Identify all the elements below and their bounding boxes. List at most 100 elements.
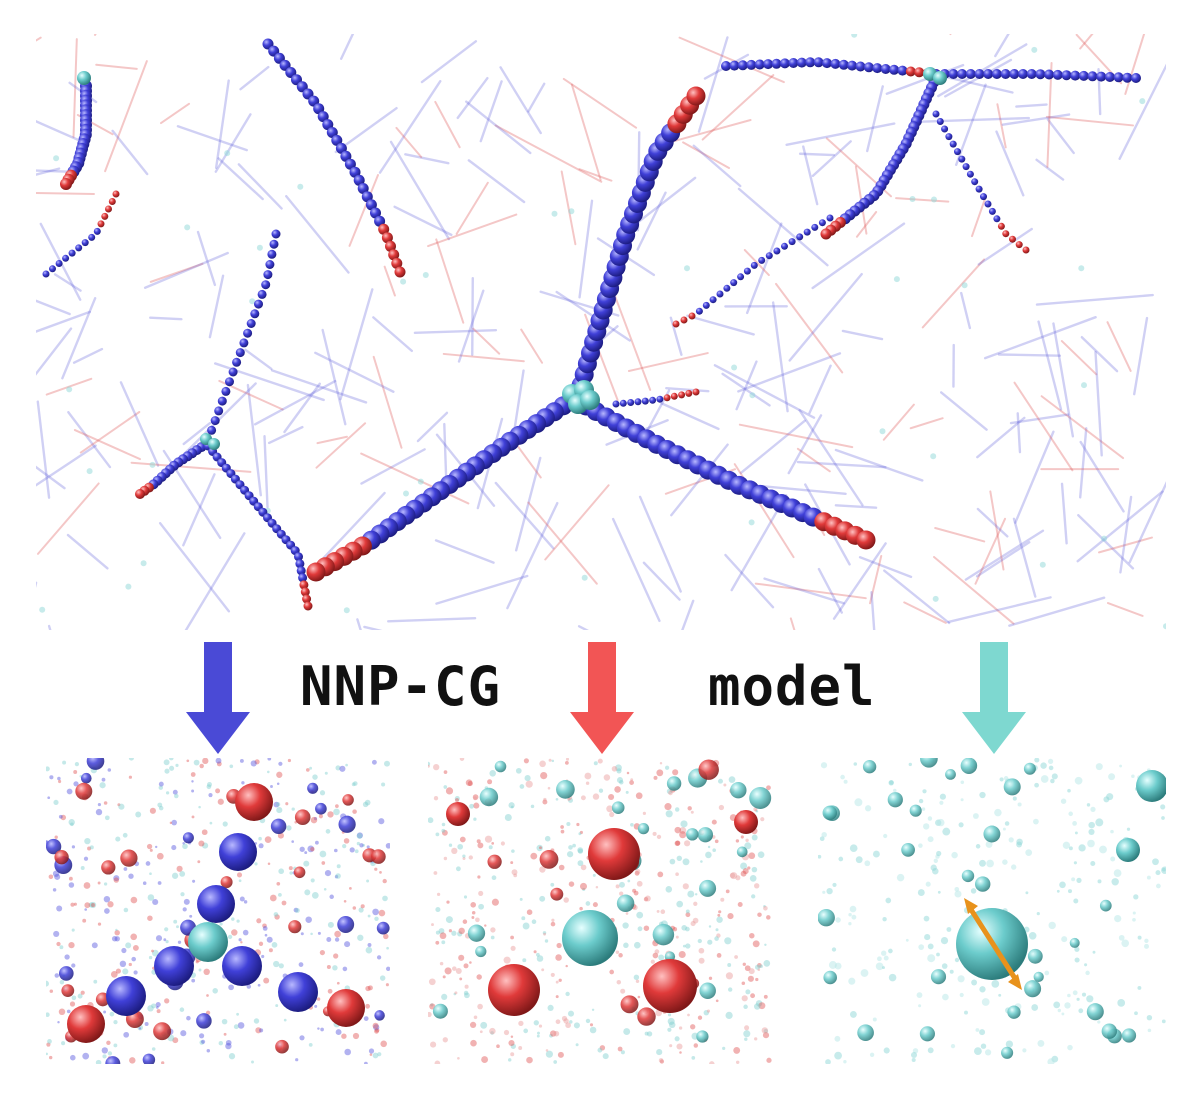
background-particle — [459, 836, 466, 843]
background-particle — [693, 901, 698, 906]
background-particle — [1036, 912, 1040, 916]
background-particle — [344, 1048, 352, 1056]
background-particle — [555, 1019, 561, 1025]
strand-segment — [735, 360, 758, 411]
strand-segment — [681, 599, 695, 630]
background-particle — [198, 968, 202, 972]
background-particle — [951, 851, 958, 859]
background-particle — [158, 781, 164, 787]
blue-bead — [721, 61, 731, 71]
background-particle — [164, 768, 170, 774]
background-particle — [757, 963, 762, 968]
strand-segment — [1106, 321, 1132, 372]
background-particle — [822, 805, 838, 821]
strand-segment — [378, 80, 442, 174]
blue-bead — [353, 174, 365, 186]
background-particle — [435, 832, 440, 837]
background-particle — [577, 860, 584, 867]
background-particle — [453, 992, 457, 996]
background-particle — [82, 1052, 90, 1060]
background-particle — [342, 966, 348, 972]
blue-bead — [271, 229, 281, 239]
background-particle — [441, 828, 446, 833]
background-particle — [556, 780, 575, 799]
background-particle — [75, 782, 93, 800]
background-particle — [616, 979, 622, 985]
red-bead — [1009, 235, 1016, 243]
background-particle — [222, 821, 228, 827]
blue-bead — [207, 425, 217, 435]
strand-segment — [36, 191, 95, 195]
background-particle — [1087, 839, 1095, 848]
blue-bead — [619, 399, 627, 407]
background-particle — [1110, 856, 1116, 862]
background-particle — [121, 947, 127, 954]
background-particle — [469, 961, 472, 964]
strand-segment — [737, 352, 842, 393]
background-particle — [908, 762, 912, 767]
background-particle — [748, 968, 755, 975]
blue-bead — [788, 58, 799, 68]
blue-bead — [702, 301, 710, 309]
background-particle — [333, 953, 339, 959]
red-bead — [299, 580, 309, 590]
background-particle — [933, 858, 938, 863]
background-particle — [369, 1053, 373, 1056]
background-particle — [620, 995, 639, 1014]
background-particle — [1067, 788, 1071, 793]
background-particle — [276, 807, 283, 814]
background-particle — [68, 882, 75, 888]
background-particle — [385, 842, 390, 849]
strand-segment — [1133, 316, 1149, 396]
background-particle — [165, 940, 169, 944]
background-particle — [919, 1026, 935, 1042]
background-particle — [652, 831, 657, 836]
background-particle — [442, 975, 446, 979]
strand-segment — [578, 168, 613, 182]
strand-segment — [947, 596, 1052, 624]
strand-segment — [775, 282, 844, 374]
background-particle — [831, 947, 837, 952]
background-particle — [536, 844, 543, 852]
background-particle — [476, 974, 482, 980]
background-particle — [818, 908, 835, 927]
background-particle — [103, 896, 111, 903]
nnp-cg-label: NNP-CG — [300, 655, 502, 718]
blue-bead — [758, 256, 766, 264]
background-particle — [374, 916, 379, 922]
background-particle — [877, 956, 882, 962]
background-particle — [238, 938, 242, 942]
background-particle — [336, 981, 340, 985]
background-particle — [851, 914, 857, 920]
blue-bead — [1096, 71, 1107, 82]
background-particle — [463, 963, 469, 969]
background-particle — [229, 764, 234, 769]
red-bead — [905, 66, 916, 77]
background-particle — [510, 861, 514, 865]
background-particle — [668, 790, 673, 796]
background-particle — [507, 1058, 512, 1062]
background-particle — [864, 805, 872, 812]
strand-segment — [882, 403, 915, 441]
background-particle — [711, 819, 717, 825]
background-particle — [1078, 1008, 1084, 1014]
junction-bead — [149, 461, 156, 468]
strand-segment — [1012, 517, 1037, 598]
junction-bead — [932, 595, 939, 602]
background-particle — [1074, 776, 1083, 785]
background-particle — [1137, 985, 1142, 990]
background-particle — [555, 797, 559, 801]
strand-segment — [745, 222, 783, 315]
strand-segment — [471, 276, 474, 356]
blue-bead — [709, 296, 717, 304]
background-particle — [1156, 883, 1161, 889]
background-particle — [264, 836, 272, 843]
background-particle — [97, 922, 102, 926]
junction-bead — [403, 490, 409, 497]
background-particle — [151, 949, 154, 953]
blue-bead — [254, 299, 263, 309]
junction-bead — [256, 244, 263, 251]
background-particle — [1044, 970, 1050, 976]
red-bead — [97, 220, 105, 228]
strand-segment — [465, 100, 532, 155]
